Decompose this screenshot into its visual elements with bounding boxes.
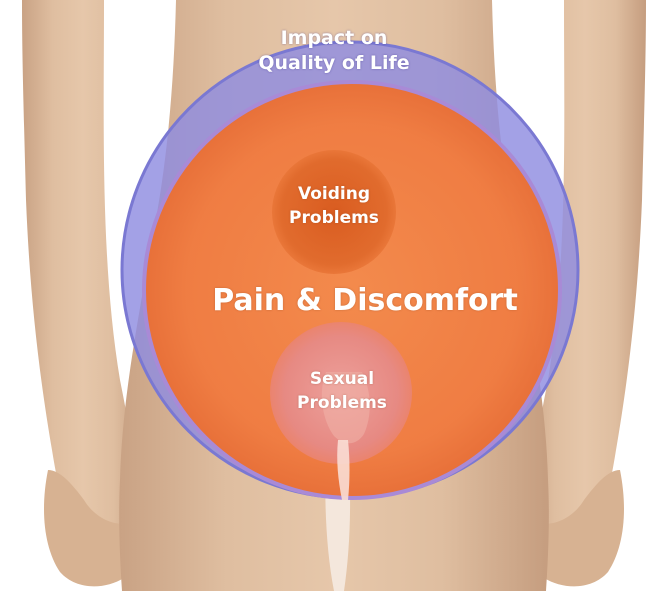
label-voiding-line2: Problems: [264, 206, 404, 230]
label-quality-of-life: Impact on Quality of Life: [214, 26, 454, 76]
label-voiding-problems: Voiding Problems: [264, 182, 404, 230]
label-quality-of-life-line2: Quality of Life: [214, 51, 454, 76]
label-sexual-line1: Sexual: [262, 367, 422, 391]
label-voiding-line1: Voiding: [264, 182, 404, 206]
label-quality-of-life-line1: Impact on: [214, 26, 454, 51]
label-sexual-problems: Sexual Problems: [262, 367, 422, 415]
label-pain-discomfort: Pain & Discomfort: [150, 282, 580, 320]
label-sexual-line2: Problems: [262, 391, 422, 415]
